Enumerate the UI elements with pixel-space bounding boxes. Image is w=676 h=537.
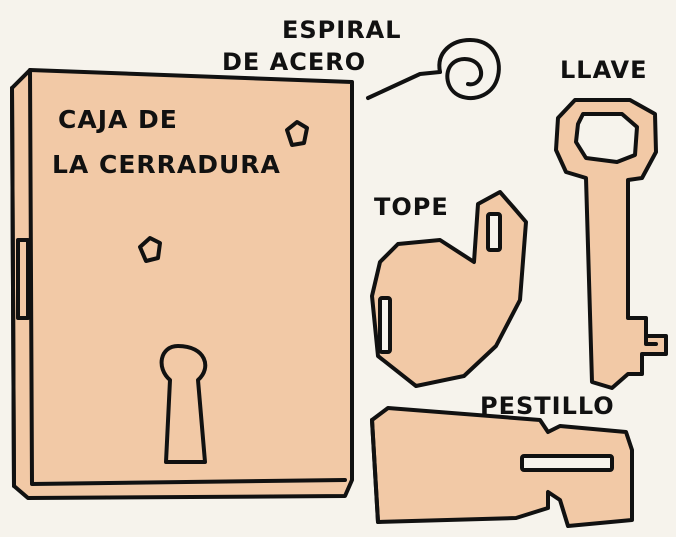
spiral-tail <box>366 70 442 100</box>
caja-label-line1: CAJA DE <box>58 105 178 134</box>
key-body <box>554 98 668 390</box>
lock-box: CAJA DE LA CERRADURA <box>10 68 354 500</box>
lock-box-left-edge <box>10 86 16 488</box>
espiral-label-line1: ESPIRAL <box>282 16 402 44</box>
espiral-label-line2: DE ACERO <box>222 48 366 76</box>
key: LLAVE <box>554 56 668 390</box>
llave-label: LLAVE <box>560 56 648 84</box>
lock-box-side-tab <box>16 238 30 320</box>
spiral-coil <box>437 38 501 100</box>
screw-hole-lower <box>138 236 162 263</box>
latch-bolt: PESTILLO <box>370 392 634 528</box>
latch-slot <box>520 454 614 472</box>
latch-body <box>370 406 634 528</box>
key-bow-opening <box>574 112 639 164</box>
lock-box-body <box>10 68 354 500</box>
tope-label: TOPE <box>374 193 449 221</box>
stop-part: TOPE <box>370 190 528 388</box>
screw-hole-upper <box>285 120 309 147</box>
stop-body <box>370 190 528 388</box>
steel-spiral: ESPIRAL DE ACERO <box>222 16 501 100</box>
latch-bottom-edge <box>370 418 380 524</box>
lock-box-front-edge <box>28 68 347 486</box>
caja-label-line2: LA CERRADURA <box>52 150 281 179</box>
keyhole <box>159 344 208 464</box>
stop-slot-lower <box>378 296 392 354</box>
key-bit-notch <box>644 334 658 346</box>
stop-slot-upper <box>486 212 502 252</box>
